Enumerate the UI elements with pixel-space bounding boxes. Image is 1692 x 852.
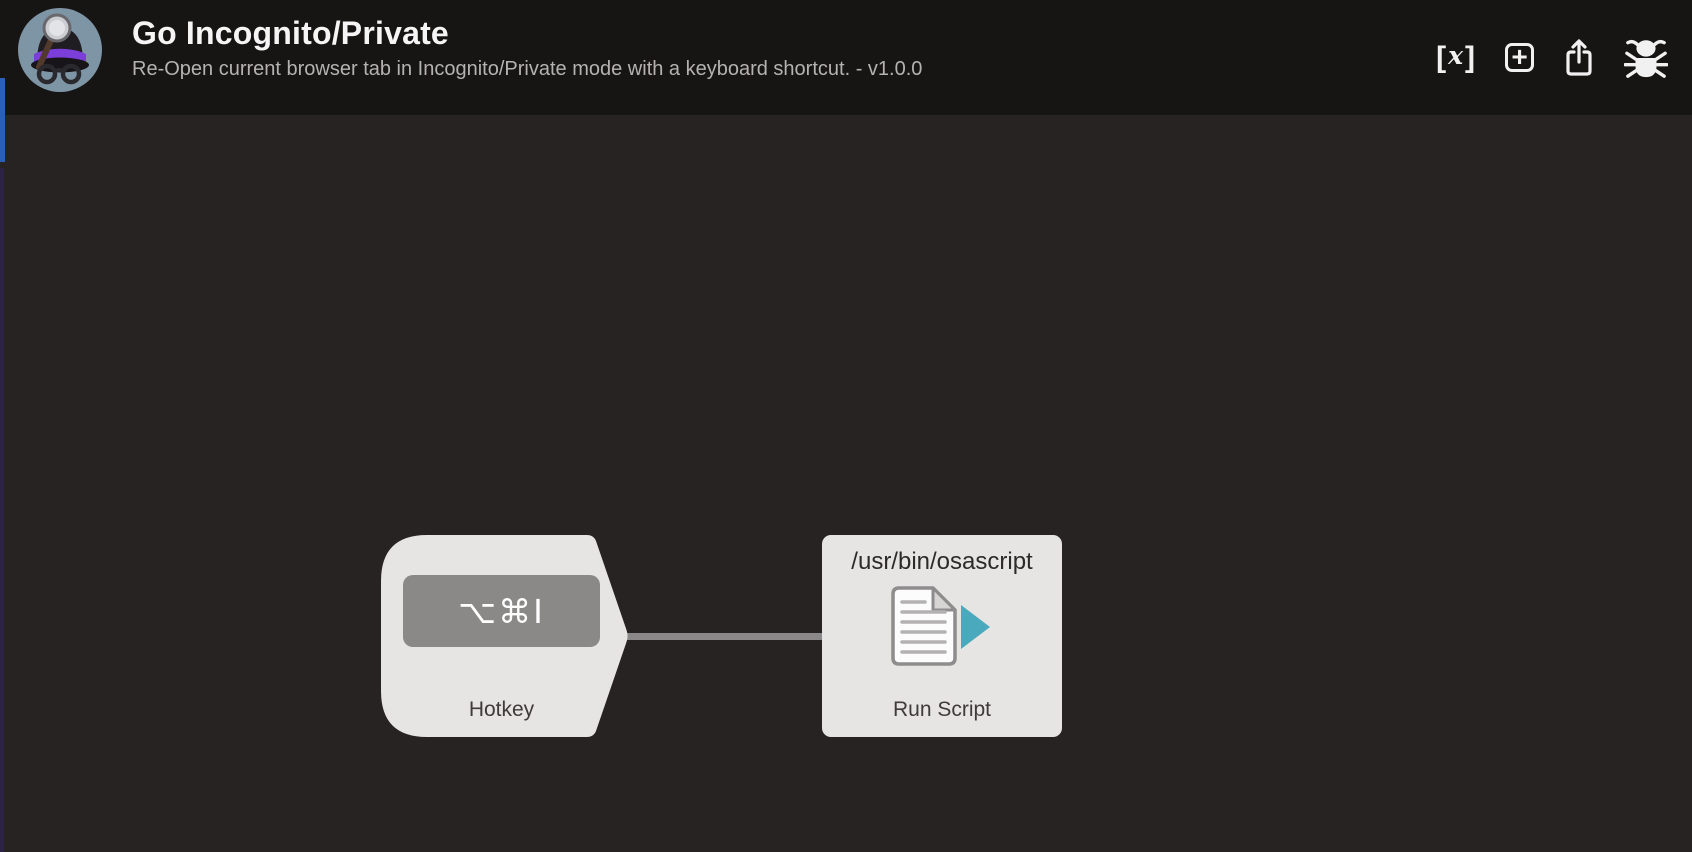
variables-icon[interactable]: [x]: [1436, 40, 1475, 74]
alfred-workflow-icon: [18, 8, 102, 92]
sidebar-edge: [0, 168, 4, 852]
hotkey-shortcut: ⌥⌘I: [458, 591, 545, 631]
script-path: /usr/bin/osascript: [851, 548, 1033, 575]
workflow-title-block: Go Incognito/Private Re-Open current bro…: [132, 15, 922, 81]
workflow-canvas[interactable]: ⌥⌘I Hotkey /usr/bin/osascript Run: [0, 115, 1692, 852]
hotkey-shortcut-badge[interactable]: ⌥⌘I: [403, 575, 600, 647]
run-script-icon: [891, 586, 990, 666]
run-script-node-label: Run Script: [892, 698, 992, 721]
run-script-node[interactable]: /usr/bin/osascript Run Script: [822, 535, 1062, 737]
play-triangle-icon: [961, 605, 990, 649]
share-icon[interactable]: [1564, 34, 1594, 82]
add-object-icon[interactable]: +: [1505, 34, 1534, 82]
workflow-header: Go Incognito/Private Re-Open current bro…: [0, 0, 1692, 115]
header-toolbar: [x] +: [1436, 0, 1668, 115]
hotkey-node[interactable]: ⌥⌘I Hotkey: [381, 535, 629, 737]
workflow-title: Go Incognito/Private: [132, 15, 449, 51]
hotkey-node-label: Hotkey: [468, 698, 535, 721]
node-connection-line[interactable]: [626, 633, 824, 640]
sidebar-selection-edge: [0, 78, 5, 162]
workflow-subtitle: Re-Open current browser tab in Incognito…: [132, 58, 923, 80]
debug-icon[interactable]: [1624, 34, 1668, 82]
